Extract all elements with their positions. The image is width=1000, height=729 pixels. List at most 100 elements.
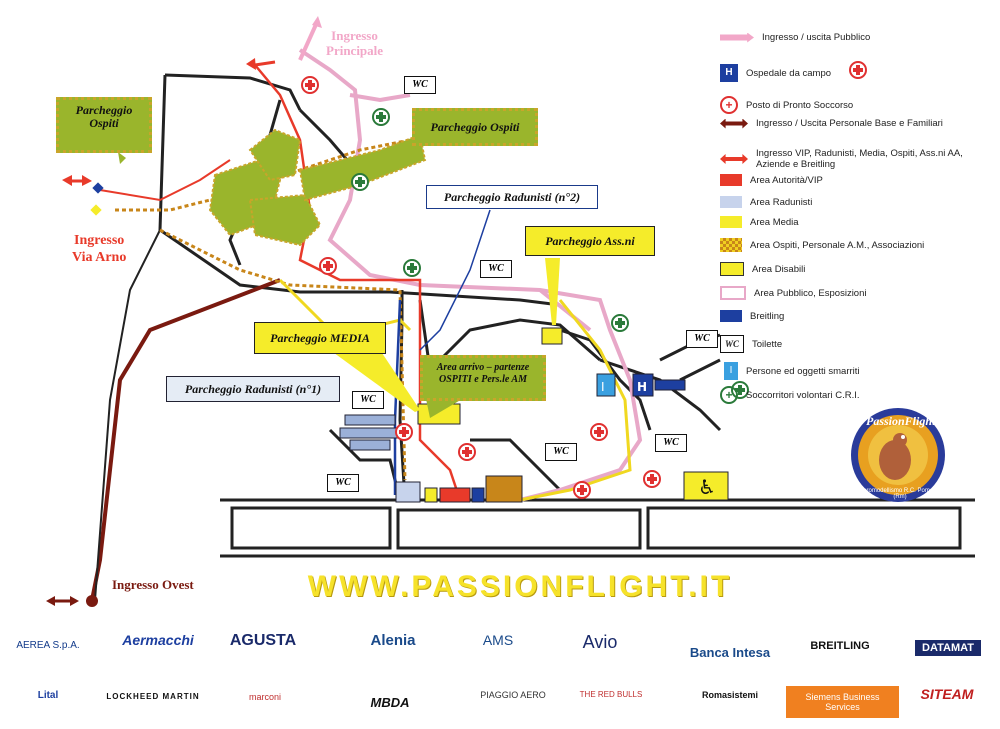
disabled-icon: ♿ xyxy=(698,475,716,499)
legend-item-area-ospiti: Area Ospiti, Personale A.M., Associazion… xyxy=(720,238,924,252)
sponsor-logo: AGUSTA xyxy=(229,632,297,649)
legend-text: Breitling xyxy=(750,310,785,322)
wc-box: WC xyxy=(545,443,577,461)
parcheggio-ospiti-2-text: Parcheggio Ospiti xyxy=(430,120,520,134)
legend-text: Ospedale da campo xyxy=(746,67,832,79)
guest-parking-area xyxy=(208,128,427,247)
soccorritori-icon: + xyxy=(720,386,738,404)
wc-box: WC xyxy=(327,474,359,492)
wc-box: WC xyxy=(404,76,436,94)
legend-item-area-disabili: Area Disabili xyxy=(720,262,805,276)
sponsor-logo: Avio xyxy=(582,632,618,652)
area-ospiti-icon xyxy=(720,238,742,252)
sponsor-logo: Banca Intesa xyxy=(689,645,771,660)
legend-text: Ingresso / Uscita Personale Base e Famil… xyxy=(756,118,943,129)
sponsor-logo: BREITLING xyxy=(810,640,870,652)
legend-text: Toilette xyxy=(752,338,783,350)
media-route-2 xyxy=(519,299,632,502)
legend-text: Area Radunisti xyxy=(750,196,813,208)
sponsor-logo: THE RED BULLS xyxy=(579,690,643,699)
sponsor-logo: Alenia xyxy=(370,632,416,649)
legend-item-area-radunisti: Area Radunisti xyxy=(720,196,812,208)
legend-text: Area Media xyxy=(750,216,799,228)
sponsor-logo: Lital xyxy=(37,690,59,701)
legend-text: Area Disabili xyxy=(752,263,806,275)
vip-route-2 xyxy=(99,159,231,202)
parcheggio-radunisti-1-text: Parcheggio Radunisti (n°1) xyxy=(184,382,322,396)
wc-box: WC xyxy=(686,330,718,348)
wc-box: WC xyxy=(352,391,384,409)
ingresso-ovest-label: Ingresso Ovest xyxy=(112,577,194,592)
legend-item-area-media: Area Media xyxy=(720,216,799,228)
logo-subtitle: Aeromodellismo R.C. Pomezia (Rm) xyxy=(859,488,941,500)
ingresso-principale-label: Ingresso Principale xyxy=(326,28,384,58)
legend-text: Soccorritori volontari C.R.I. xyxy=(746,389,860,401)
legend-item-ospedale: H Ospedale da campo xyxy=(720,64,831,82)
website-url[interactable]: WWW.PASSIONFLIGHT.IT xyxy=(307,570,733,603)
parcheggio-assni-text: Parcheggio Ass.ni xyxy=(545,234,635,248)
guest-route-2 xyxy=(159,228,407,481)
legend-item-toilette: WC Toilette xyxy=(720,335,782,353)
ingresso-pubblico-icon xyxy=(720,32,754,43)
ingresso-personale-icon xyxy=(720,118,748,129)
sponsor-logo: Siemens Business Services xyxy=(786,686,899,718)
logo-title: PassionFlight xyxy=(866,414,936,428)
legend-text: Area Autorità/VIP xyxy=(750,174,823,186)
legend-item-soccorritori: + Soccorritori volontari C.R.I. xyxy=(720,386,860,404)
ingresso-vip-icon xyxy=(720,154,748,164)
sponsor-logo: Romasistemi xyxy=(701,690,759,700)
legend-text: Posto di Pronto Soccorso xyxy=(746,99,854,111)
red-cross-volunteer-glyphs xyxy=(355,112,745,395)
small-flag-green xyxy=(118,152,126,164)
info-icon: I xyxy=(601,380,605,394)
legend-item-ingresso-vip: Ingresso VIP, Radunisti, Media, Ospiti, … xyxy=(720,148,996,170)
legend-item-breitling: Breitling xyxy=(720,310,784,322)
sponsor-logo: SITEAM xyxy=(920,686,974,702)
area-arrivo-text: Area arrivo – partenze OSPITI e Pers.le … xyxy=(436,362,530,385)
legend-text: Area Ospiti, Personale A.M., Associazion… xyxy=(750,239,925,251)
toilette-icon: WC xyxy=(720,335,744,353)
pronto-soccorso-icon: + xyxy=(720,96,738,114)
parcheggio-ospiti-2-label: Parcheggio Ospiti xyxy=(412,108,538,146)
road-west-access xyxy=(90,278,281,601)
sponsor-logo: MBDA xyxy=(370,695,410,710)
area-pubblico-icon xyxy=(720,286,746,300)
sponsor-logo: Aermacchi xyxy=(122,632,194,648)
legend-item-oggetti-smarriti: I Persone ed oggetti smarriti xyxy=(720,362,860,380)
passionflight-logo xyxy=(851,408,945,502)
parcheggio-media-text: Parcheggio MEDIA xyxy=(270,331,370,345)
parcheggio-ospiti-1-label: Parcheggio Ospiti xyxy=(56,97,152,153)
area-autorita-icon xyxy=(720,174,742,186)
parcheggio-assni-label: Parcheggio Ass.ni xyxy=(525,226,655,256)
legend-item-pronto-soccorso: + Posto di Pronto Soccorso xyxy=(720,96,853,114)
ingresso-via-arno-label: Ingresso Via Arno xyxy=(72,233,127,265)
legend-text: Ingresso VIP, Radunisti, Media, Ospiti, … xyxy=(756,148,963,170)
legend-text: Ingresso / uscita Pubblico xyxy=(762,32,871,43)
sponsor-logo: DATAMAT xyxy=(915,640,981,656)
breitling-icon xyxy=(720,310,742,322)
media-callout-pointer xyxy=(330,350,420,412)
radunisti-route xyxy=(419,209,491,351)
apron-buildings xyxy=(339,327,729,503)
first-aid-cross-glyphs xyxy=(305,65,863,495)
sponsor-logo: PIAGGIO AERO xyxy=(480,690,546,700)
oggetti-smarriti-icon: I xyxy=(724,362,738,380)
legend-item-ingresso-pubblico: Ingresso / uscita Pubblico xyxy=(720,32,870,43)
wc-box: WC xyxy=(655,434,687,452)
sponsor-logo: AMS xyxy=(482,632,514,648)
area-media-icon xyxy=(720,216,742,228)
road-west-access-2 xyxy=(94,229,161,601)
legend-item-area-autorita: Area Autorità/VIP xyxy=(720,174,823,186)
sponsor-logo: marconi xyxy=(248,692,281,702)
sponsor-logo: LOCKHEED MARTIN xyxy=(106,692,200,701)
area-radunisti-icon xyxy=(720,196,742,208)
legend-text: Persone ed oggetti smarriti xyxy=(746,365,860,377)
legend-text: Area Pubblico, Esposizioni xyxy=(754,287,867,299)
runway xyxy=(230,506,962,550)
legend-item-area-pubblico: Area Pubblico, Esposizioni xyxy=(720,286,866,300)
parcheggio-radunisti-2-text: Parcheggio Radunisti (n°2) xyxy=(443,190,581,204)
parcheggio-ospiti-1-text: Parcheggio Ospiti xyxy=(75,103,133,130)
hospital-icon: H xyxy=(637,380,647,394)
parcheggio-media-label: Parcheggio MEDIA xyxy=(254,322,386,354)
ospedale-icon: H xyxy=(720,64,738,82)
